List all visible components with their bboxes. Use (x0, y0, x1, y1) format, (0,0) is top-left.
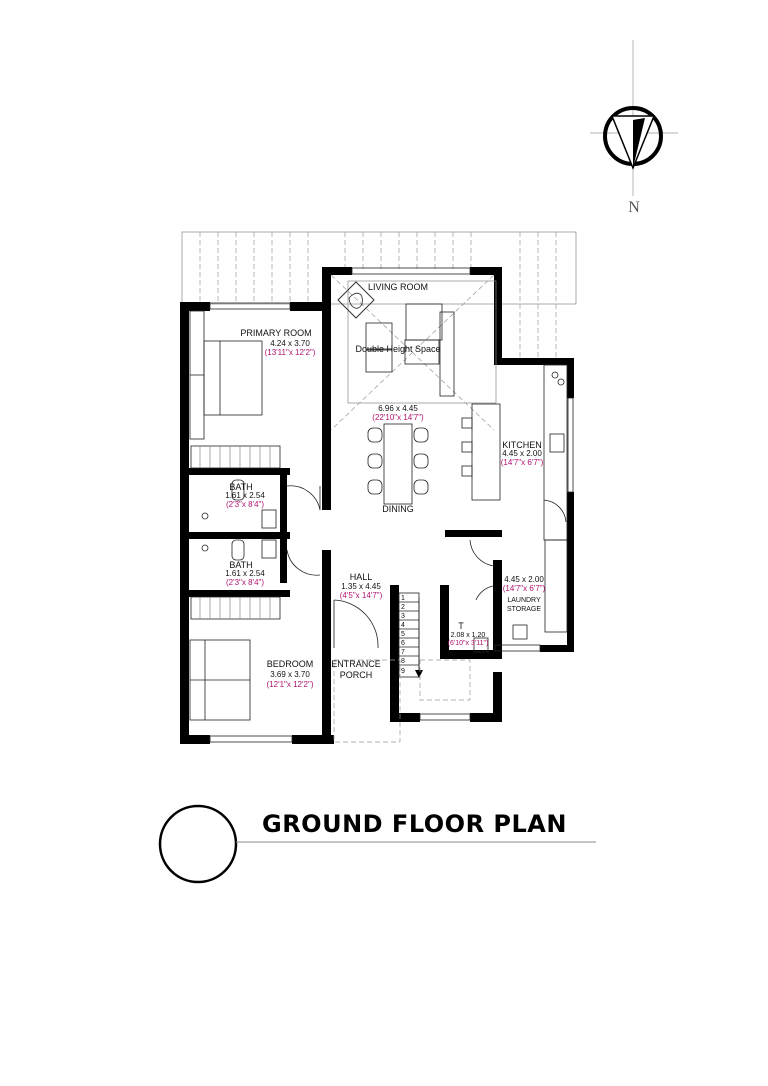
bedroom-furniture (189, 596, 281, 721)
laundry-size: 4.45 x 2.00 (504, 575, 544, 584)
title-circle (158, 804, 238, 884)
hall-size: 1.35 x 4.45 (341, 582, 381, 591)
doors (286, 485, 567, 649)
toilet-label: T (458, 621, 464, 631)
kitchen-label: KITCHEN (502, 440, 542, 450)
north-label: N (628, 199, 640, 216)
entrance-label: ENTRANCE (331, 659, 381, 669)
stair-step-number: 6 (401, 640, 405, 647)
double-height-note: Double Height Space (355, 344, 440, 354)
living-room-label: LIVING ROOM (368, 282, 428, 292)
living-room-size: 6.96 x 4.45 (378, 404, 418, 413)
pergola-area (181, 231, 577, 360)
primary-room-size: 4.24 x 3.70 (270, 339, 310, 348)
dining-table (367, 423, 429, 505)
laundry-label: LAUNDRY (507, 597, 541, 604)
porch-label: PORCH (340, 670, 373, 680)
bedroom-size: 3.69 x 3.70 (270, 670, 310, 679)
primary-room-imperial: (13'11"x 12'2") (265, 348, 316, 357)
entrance-porch-outline (333, 659, 401, 743)
staircase (398, 592, 471, 701)
stair-step-number: 1 (401, 595, 405, 602)
stair-numbers: 1 2 3 4 5 6 7 8 9 (401, 595, 405, 675)
primary-furniture (189, 310, 281, 469)
bath-1-label: BATH (229, 482, 252, 492)
primary-room-label: PRIMARY ROOM (240, 328, 311, 338)
living-room-imperial: (22'10"x 14'7") (372, 413, 424, 422)
bedroom-label: BEDROOM (267, 659, 314, 669)
laundry-imperial: (14'7"x 6'7") (503, 584, 546, 593)
north-arrow-icon (590, 40, 678, 196)
storage-label: STORAGE (507, 606, 541, 613)
bath-1-imperial: (2'3"x 8'4") (226, 500, 264, 509)
bath-2-label: BATH (229, 560, 252, 570)
toilet-imperial: (6'10"x 3'11") (448, 640, 489, 647)
hall-imperial: (4'5"x 14'7") (340, 591, 383, 600)
bedroom-imperial: (12'1"x 12'2") (267, 680, 314, 689)
stair-step-number: 4 (401, 622, 405, 629)
stair-step-number: 7 (401, 649, 405, 656)
kitchen-imperial: (14'7"x 6'7") (501, 458, 544, 467)
bath-1-size: 1.61 x 2.54 (225, 491, 265, 500)
bath-2-imperial: (2'3"x 8'4") (226, 578, 264, 587)
stair-step-number: 2 (401, 604, 405, 611)
dining-label: DINING (382, 504, 414, 514)
stair-step-number: 5 (401, 631, 405, 638)
walls (180, 267, 574, 744)
bath-fixtures (201, 479, 277, 561)
stair-step-number: 9 (401, 668, 405, 675)
bath-2-size: 1.61 x 2.54 (225, 569, 265, 578)
drawing-title: GROUND FLOOR PLAN (262, 810, 567, 838)
laundry-fixtures (473, 539, 568, 653)
stair-step-number: 3 (401, 613, 405, 620)
windows (209, 267, 574, 743)
kitchen-size: 4.45 x 2.00 (502, 449, 542, 458)
stair-step-number: 8 (401, 658, 405, 665)
hall-label: HALL (350, 572, 373, 582)
toilet-size: 2.08 x 1.20 (451, 632, 486, 639)
living-furniture (330, 274, 497, 431)
